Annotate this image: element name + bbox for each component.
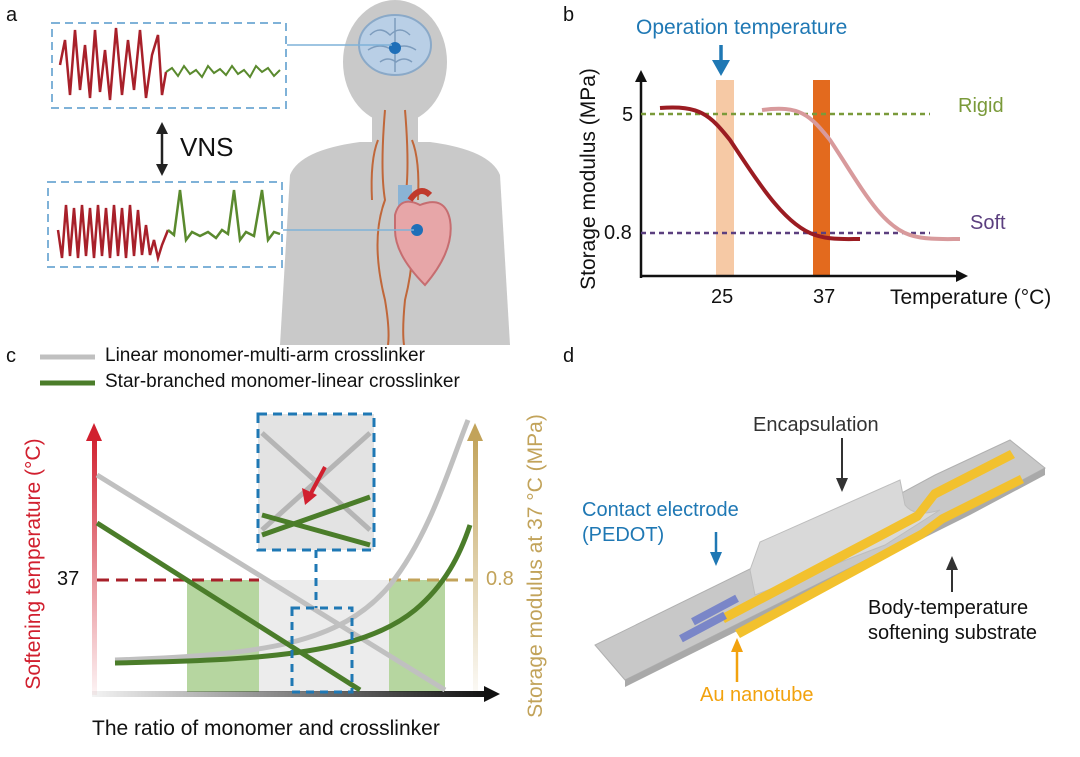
vns-arrow-head-down [156, 164, 168, 176]
y-axis-arrow [635, 70, 647, 82]
band-25 [716, 80, 734, 276]
left-axis [92, 435, 97, 695]
au-trace-upper [720, 450, 1015, 623]
softening-substrate-label: softening substrate [868, 622, 1037, 644]
au-trace-lower [735, 475, 1024, 638]
left-tick-37: 37 [57, 568, 80, 590]
contact-electrode-label: Contact electrode [582, 499, 739, 521]
soft-label: Soft [970, 212, 1006, 234]
zoom-box [290, 606, 354, 694]
right-axis [473, 435, 478, 695]
panel-c-figure [86, 412, 500, 702]
panel-c-legend [40, 354, 95, 386]
inset-red-arrow-head [302, 488, 317, 505]
b-y-axis-label: Storage modulus (MPa) [577, 68, 600, 290]
encapsulation-arrow-head [836, 478, 848, 492]
c-x-axis-label: The ratio of monomer and crosslinker [92, 717, 440, 740]
panel-b-chart [635, 45, 968, 282]
encapsulation-label: Encapsulation [753, 414, 879, 436]
panel-d-label: d [563, 345, 575, 367]
x-axis-arrow [484, 686, 500, 702]
rigid-label: Rigid [958, 95, 1004, 117]
pedot-label: (PEDOT) [582, 524, 665, 546]
heart-signal-box [47, 181, 283, 268]
c-left-axis-label: Softening temperature (°C) [22, 438, 45, 690]
heart-icon [394, 185, 452, 287]
brain-signal-green [165, 64, 281, 79]
b-x-axis-label: Temperature (°C) [890, 286, 1052, 309]
band-37 [813, 80, 830, 276]
substrate-arrow-head [946, 556, 958, 570]
right-axis-arrow [467, 423, 483, 441]
right-tick-0-8: 0.8 [486, 568, 514, 590]
brain-icon [358, 14, 432, 76]
legend-star-label: Star-branched monomer-linear crosslinker [105, 371, 460, 392]
left-axis-arrow [86, 423, 102, 441]
x-tick-25: 25 [711, 286, 734, 308]
pedot-pad-1 [691, 594, 739, 626]
curve-pink [761, 106, 961, 242]
au-nanotube-label: Au nanotube [700, 684, 814, 706]
operation-arrow-head [712, 60, 730, 76]
contact-arrow-head [710, 552, 722, 566]
operation-temperature-label: Operation temperature [636, 16, 848, 39]
y-tick-0-8: 0.8 [604, 222, 632, 244]
vns-arrow-head-up [156, 122, 168, 134]
panel-c-label: c [6, 345, 16, 367]
inset-green-line-2 [261, 494, 371, 538]
brain-signal-box [51, 22, 287, 109]
linear-softening-line [95, 472, 447, 693]
legend-linear-label: Linear monomer-multi-arm crosslinker [105, 345, 425, 366]
y-tick-5: 5 [622, 104, 634, 126]
star-modulus-curve [114, 524, 473, 666]
x-axis-arrow [956, 270, 968, 282]
panel-b-label: b [563, 4, 575, 26]
inset-green-line-1 [261, 512, 371, 548]
body-temperature-label: Body-temperature [868, 597, 1029, 619]
heart-signal-green [167, 189, 281, 244]
vns-label: VNS [180, 132, 234, 162]
star-softening-line [95, 520, 362, 693]
brain-signal-red [58, 27, 168, 101]
panel-a-label: a [6, 4, 18, 26]
x-tick-37: 37 [813, 286, 836, 308]
panel-d-device [594, 438, 1046, 687]
au-arrow-head [731, 638, 743, 652]
panel-a-figure [47, 0, 510, 345]
heart-signal-red [56, 204, 170, 263]
green-region-left [187, 580, 259, 692]
inset-red-arrow [308, 466, 327, 496]
curve-dark-red [659, 105, 861, 242]
x-axis-bar [92, 691, 487, 697]
linear-modulus-curve [114, 419, 471, 663]
pedot-pad-2 [679, 611, 727, 643]
